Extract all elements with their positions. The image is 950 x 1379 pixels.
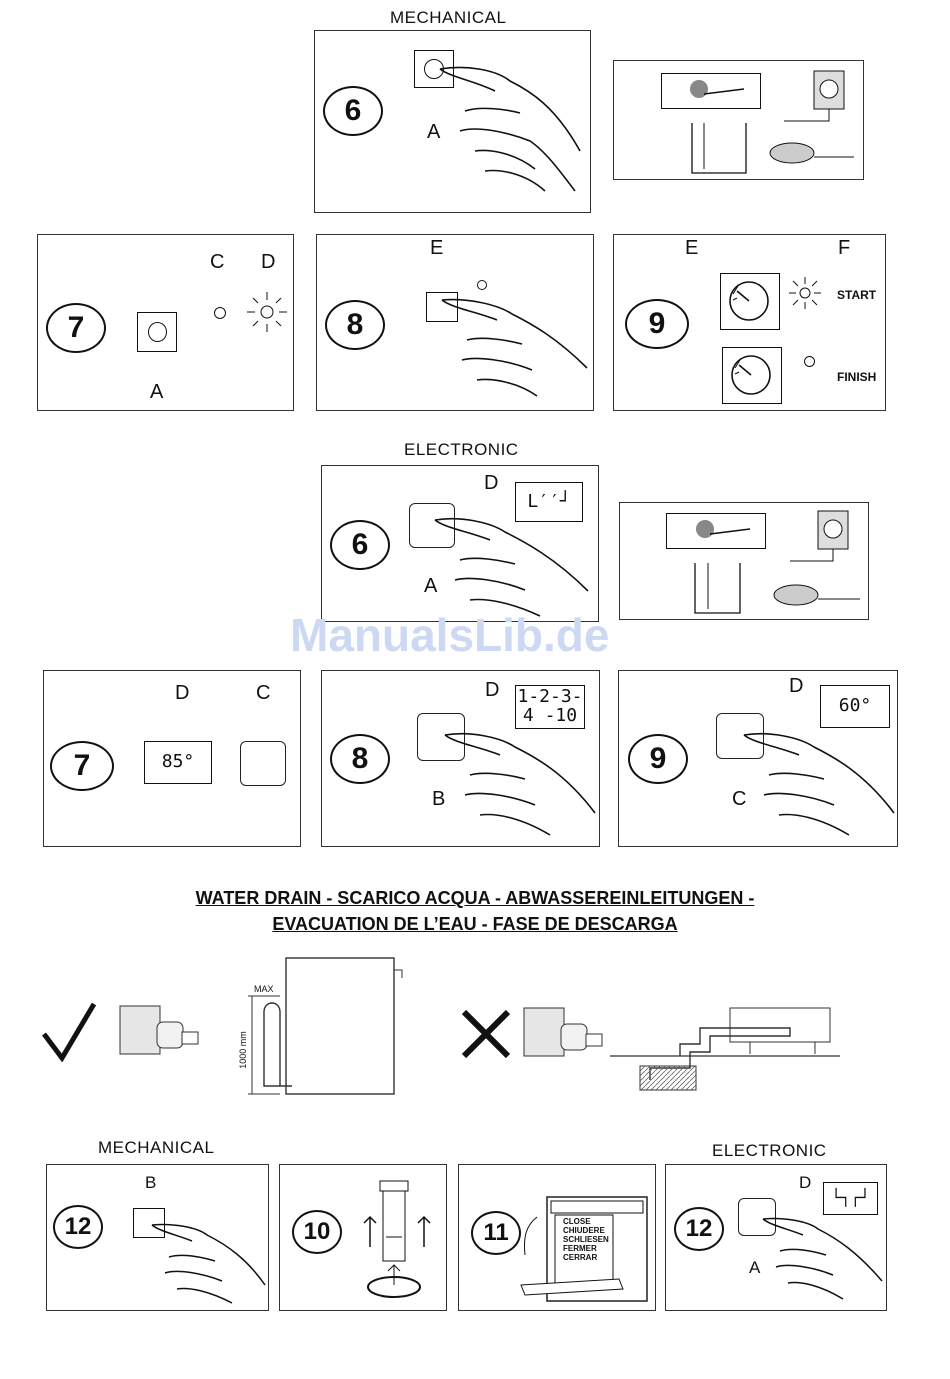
label-f: F xyxy=(838,237,851,259)
step-number-11: 11 xyxy=(471,1211,521,1255)
adjustment-box xyxy=(666,513,766,549)
pointing-hand-icon xyxy=(441,298,588,397)
elec-accessory-panel xyxy=(619,502,869,620)
pointing-hand-icon xyxy=(743,732,895,836)
step-number-9: 9 xyxy=(628,734,688,784)
timer-dial-icon xyxy=(731,355,771,395)
drain-display: └┐┌┘ xyxy=(823,1182,878,1215)
pointing-hand-icon xyxy=(444,732,596,836)
elec-panel-7: 7 D C 85° xyxy=(43,670,301,847)
water-drain-title-line-1: WATER DRAIN - SCARICO ACQUA - ABWASSEREI… xyxy=(195,888,755,908)
label-e: E xyxy=(430,237,444,259)
temperature-display: 60° xyxy=(820,685,890,728)
label-c: C xyxy=(210,251,225,273)
cycle-display: 1-2-3- 4 -10 xyxy=(515,685,585,729)
button-c xyxy=(716,713,764,759)
correct-drain-height-diagram xyxy=(248,957,403,1095)
close-door-text: CLOSE CHIUDERE SCHLIESEN FERMER CERRAR xyxy=(563,1217,609,1262)
step-number-12: 12 xyxy=(674,1207,724,1251)
step-number-7: 7 xyxy=(50,741,114,791)
step-number-6: 6 xyxy=(323,86,383,136)
section-electronic-mid: ELECTRONIC xyxy=(404,440,519,459)
step-number-7: 7 xyxy=(46,303,106,353)
indicator-light-on-icon xyxy=(247,292,287,332)
button-b xyxy=(417,713,465,761)
pointing-hand-icon xyxy=(762,1217,883,1300)
timer-dial-icon xyxy=(729,281,769,321)
step-number-12: 12 xyxy=(53,1205,103,1249)
mech-panel-6: 6 A xyxy=(314,30,591,213)
label-c: C xyxy=(732,788,747,810)
finish-timer-box xyxy=(722,347,782,404)
adjustment-box xyxy=(661,73,761,109)
water-drain-title-line-2: EVACUATION DE L’EAU - FASE DE DESCARGA xyxy=(272,914,678,934)
drain-pump-icon xyxy=(523,1007,603,1057)
label-d: D xyxy=(261,251,276,273)
label-d: D xyxy=(175,682,190,704)
label-c: C xyxy=(256,682,271,704)
section-electronic-bottom: ELECTRONIC xyxy=(712,1141,827,1160)
pointing-hand-icon xyxy=(439,66,581,192)
start-indicator-on-icon xyxy=(789,277,821,309)
drain-button-icon xyxy=(133,1208,165,1238)
pointing-hand-icon xyxy=(434,517,589,617)
mech-accessory-panel xyxy=(613,60,864,180)
cycle-display-line-1: 1-2-3- xyxy=(517,686,583,708)
watermark: ManualsLib.de xyxy=(290,609,610,661)
cycle-display-line-2: 4 -10 xyxy=(522,705,578,726)
height-label: 1000 mm xyxy=(237,1031,248,1069)
step-number-9: 9 xyxy=(625,299,689,349)
section-mechanical-top: MECHANICAL xyxy=(390,8,507,27)
overflow-pipe-removal-icon xyxy=(363,1180,431,1298)
label-b: B xyxy=(432,788,446,810)
button-a xyxy=(738,1198,776,1236)
power-switch-icon xyxy=(137,312,177,352)
section-mechanical-bottom: MECHANICAL xyxy=(98,1138,215,1157)
label-a: A xyxy=(424,575,438,597)
label-d: D xyxy=(485,679,500,701)
dosing-pump-illustration xyxy=(694,510,860,614)
label-b: B xyxy=(145,1173,157,1192)
finish-label: FINISH xyxy=(837,370,877,384)
step-number-10: 10 xyxy=(292,1210,342,1254)
mech-panel-7: 7 A C D xyxy=(37,234,294,411)
cross-mark-icon xyxy=(461,1009,511,1059)
label-d: D xyxy=(484,472,499,494)
label-e: E xyxy=(685,237,699,259)
elec-panel-8: 8 D 1-2-3- 4 -10 B xyxy=(321,670,600,847)
display-d: L′′┘ xyxy=(515,482,583,522)
elec-panel-9: 9 D 60° C xyxy=(618,670,898,847)
temperature-display: 85° xyxy=(144,741,212,784)
pointing-hand-icon xyxy=(151,1223,266,1304)
mech-panel-8: 8 E xyxy=(316,234,594,411)
step-number-6: 6 xyxy=(330,520,390,570)
mech-panel-12: 12 B xyxy=(46,1164,269,1311)
drain-pump-icon xyxy=(119,1005,199,1055)
dishwasher-door-closing-icon xyxy=(520,1196,648,1302)
indicator-light xyxy=(477,280,487,290)
incorrect-drain-diagram xyxy=(610,1007,840,1091)
start-label: START xyxy=(837,288,877,302)
max-label: MAX xyxy=(254,984,274,994)
check-mark-icon xyxy=(42,1002,97,1062)
label-a: A xyxy=(150,381,164,403)
mech-panel-9: 9 E F START FINISH xyxy=(613,234,886,411)
label-a: A xyxy=(749,1258,761,1277)
label-d: D xyxy=(799,1173,812,1192)
button-c xyxy=(240,741,286,786)
label-d: D xyxy=(789,675,804,697)
step-number-8: 8 xyxy=(325,300,385,350)
step-number-8: 8 xyxy=(330,734,390,784)
label-a: A xyxy=(427,121,441,143)
finish-indicator-light xyxy=(804,356,815,367)
start-timer-box xyxy=(720,273,780,330)
panel-11: 11 CLOSE CHIUDERE SCHLIESEN FERMER CERRA… xyxy=(458,1164,656,1311)
dosing-pump-illustration xyxy=(690,70,854,174)
elec-panel-6: 6 A D L′′┘ xyxy=(321,465,599,622)
elec-panel-12: 12 A D └┐┌┘ xyxy=(665,1164,887,1311)
panel-10: 10 xyxy=(279,1164,447,1311)
indicator-light-c xyxy=(214,307,226,319)
